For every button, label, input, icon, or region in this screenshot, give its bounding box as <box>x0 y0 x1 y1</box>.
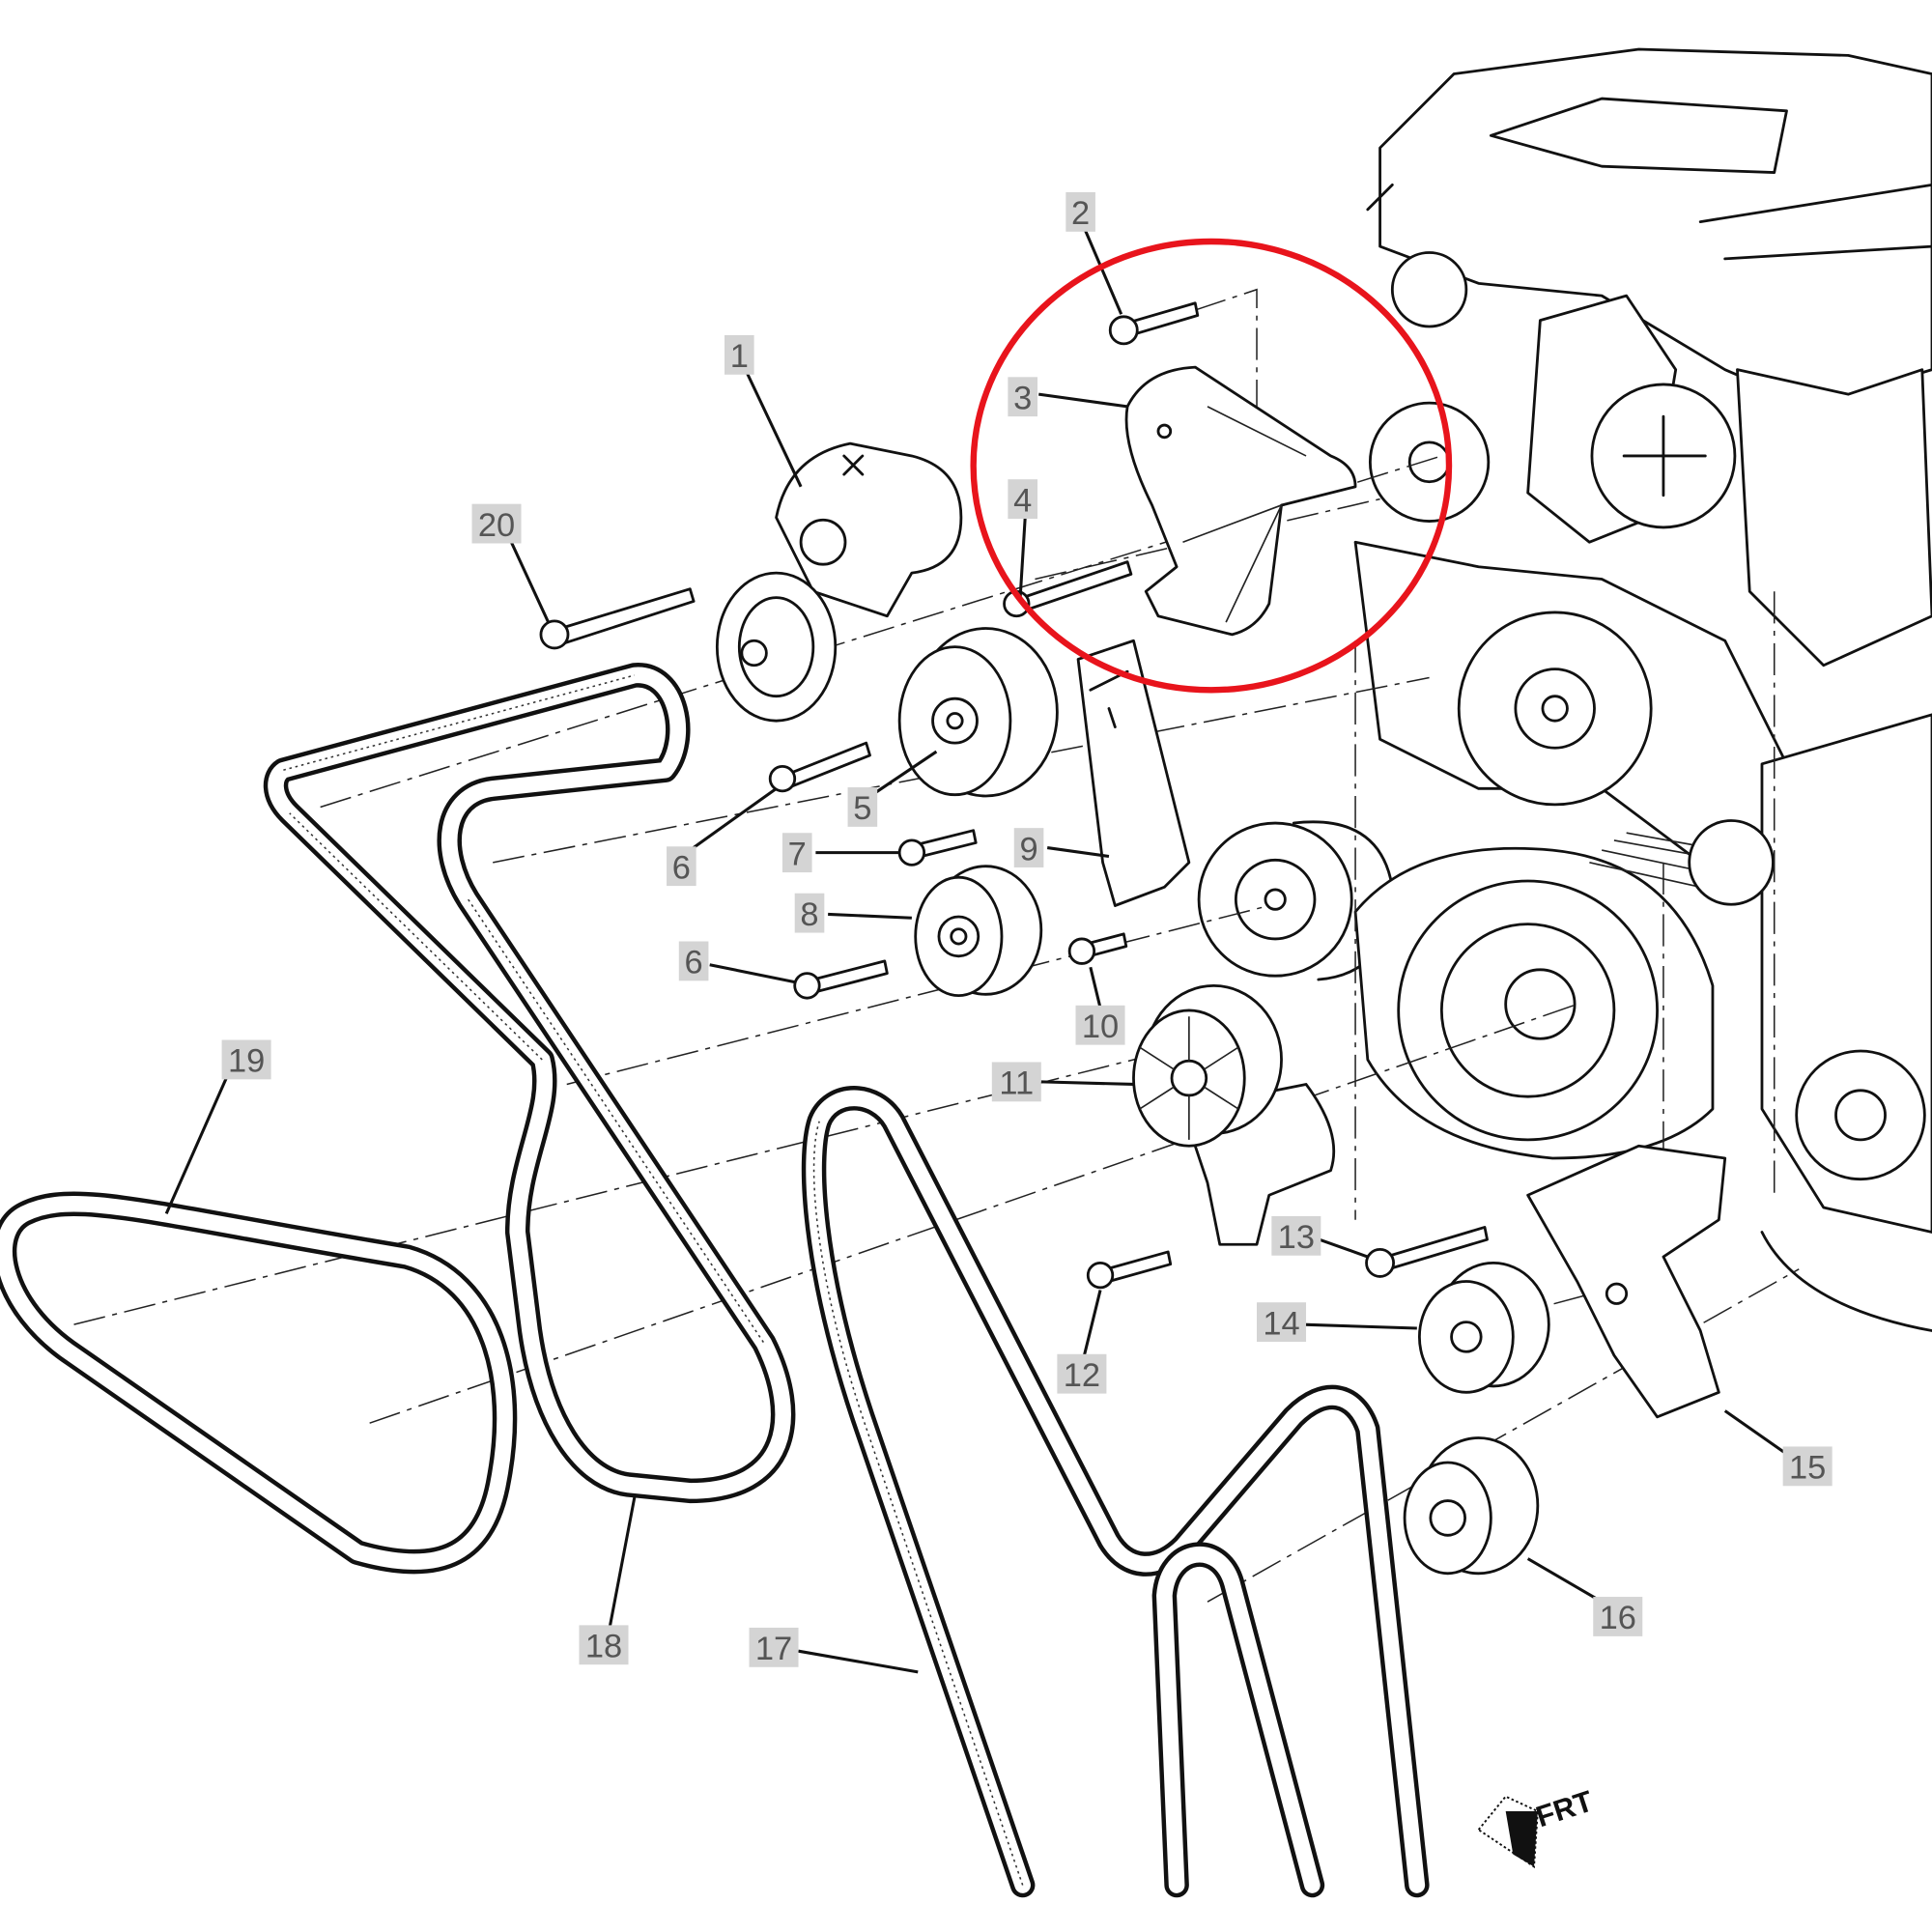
svg-text:4: 4 <box>1013 482 1032 519</box>
svg-text:6: 6 <box>672 849 691 886</box>
callout-6a: 6 <box>667 846 696 886</box>
callout-17: 17 <box>749 1627 799 1667</box>
callout-20: 20 <box>471 503 522 544</box>
callout-13: 13 <box>1271 1215 1321 1256</box>
svg-text:17: 17 <box>755 1631 792 1667</box>
frt-label: FRT <box>1532 1784 1597 1833</box>
svg-text:5: 5 <box>853 790 871 827</box>
svg-text:7: 7 <box>788 836 807 872</box>
callout-2: 2 <box>1065 191 1095 232</box>
callout-9: 9 <box>1013 828 1044 867</box>
callout-16: 16 <box>1593 1597 1643 1636</box>
bolts <box>539 301 1489 1290</box>
idler-bracket-3 <box>1124 365 1357 637</box>
callout-5: 5 <box>847 787 878 827</box>
engine-assembly <box>1197 47 1932 1332</box>
callout-15: 15 <box>1782 1446 1833 1487</box>
belt-18 <box>263 663 796 1504</box>
callout-10: 10 <box>1075 1005 1125 1045</box>
svg-text:1: 1 <box>730 338 749 375</box>
callout-11: 11 <box>991 1062 1041 1102</box>
callout-12: 12 <box>1057 1353 1107 1394</box>
belt-17 <box>801 1086 1430 1898</box>
callout-4: 4 <box>1008 479 1037 519</box>
idler-pulley-5 <box>897 627 1059 798</box>
idler-pulley-8 <box>914 865 1043 998</box>
svg-text:16: 16 <box>1600 1600 1636 1636</box>
callout-leaders <box>164 227 1788 1674</box>
svg-text:3: 3 <box>1013 380 1032 416</box>
front-direction-indicator: FRT <box>1477 1784 1597 1869</box>
callout-14: 14 <box>1257 1302 1307 1342</box>
drive-belt-tensioner <box>715 441 963 723</box>
bracket-15 <box>1526 1144 1727 1419</box>
callout-3: 3 <box>1008 377 1037 416</box>
svg-text:8: 8 <box>800 896 818 933</box>
highlight-circle <box>970 238 1453 694</box>
svg-text:2: 2 <box>1071 195 1090 232</box>
svg-text:11: 11 <box>999 1065 1034 1102</box>
callout-1: 1 <box>724 334 754 375</box>
svg-text:15: 15 <box>1789 1450 1826 1487</box>
callout-7: 7 <box>781 833 812 872</box>
svg-text:19: 19 <box>228 1043 265 1080</box>
callout-19: 19 <box>221 1039 271 1080</box>
svg-text:14: 14 <box>1263 1305 1299 1342</box>
svg-text:12: 12 <box>1064 1357 1100 1394</box>
svg-text:10: 10 <box>1082 1009 1119 1045</box>
svg-text:13: 13 <box>1278 1219 1315 1256</box>
callout-labels: 1 2 3 4 5 6 7 8 6 9 10 11 12 13 14 15 16… <box>221 191 1833 1667</box>
callout-8: 8 <box>794 893 825 933</box>
idler-pulley-16 <box>1403 1436 1540 1576</box>
svg-text:18: 18 <box>585 1629 622 1665</box>
tensioner-pulley-11 <box>1132 984 1336 1246</box>
svg-text:6: 6 <box>685 945 703 981</box>
belt-19 <box>0 1191 518 1575</box>
callout-6b: 6 <box>678 941 709 981</box>
idler-pulley-14 <box>1417 1261 1550 1394</box>
svg-text:9: 9 <box>1019 831 1037 867</box>
callout-18: 18 <box>579 1625 629 1665</box>
svg-text:20: 20 <box>478 507 515 544</box>
